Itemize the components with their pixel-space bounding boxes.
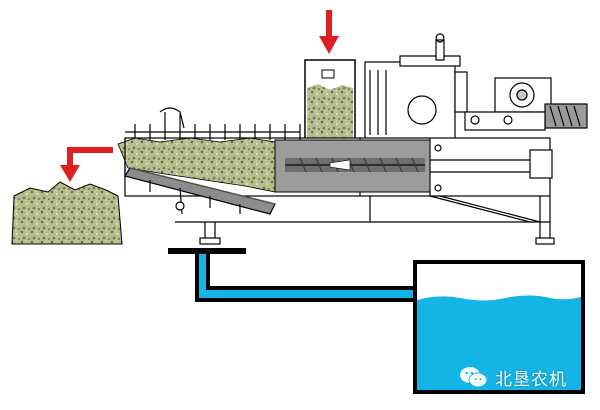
discharged-material-pile [11,181,123,245]
machine-housing [364,33,468,141]
watermark-text: 北垦农机 [495,369,567,390]
drain-pipe [168,248,415,302]
drive-motor [464,77,588,131]
feed-hopper [304,59,356,141]
watermark: 北垦农机 [459,365,567,390]
discharge-conveyor [124,167,276,215]
guard-rail [125,107,301,140]
wechat-icon [460,367,488,388]
support-base [175,195,555,245]
water-tank [413,260,585,394]
dewatering-screw-chamber [274,139,431,193]
input-arrow [319,10,339,54]
output-arrow [60,147,113,182]
